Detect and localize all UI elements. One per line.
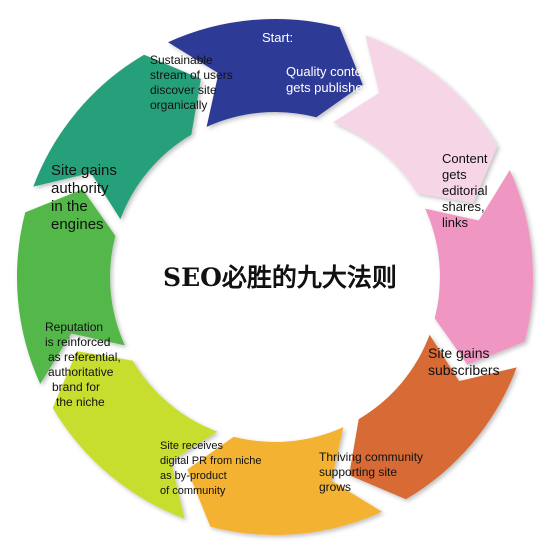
step-label-editorial: editorial — [442, 183, 488, 198]
step-label-content: Content — [442, 151, 488, 166]
step-label-organically: organically — [150, 98, 208, 112]
step-label-authoritative: authoritative — [48, 365, 114, 379]
step-label-stream-of-users: stream of users — [150, 68, 233, 82]
step-label-reputation: Reputation — [45, 320, 104, 334]
step-label-is-reinforced: is reinforced — [45, 335, 111, 349]
step-label-as-referential: as referential, — [48, 350, 121, 364]
cycle-arrow-content-shares — [332, 35, 498, 203]
step-label-engines: engines — [51, 216, 104, 233]
cycle-arrow-community — [349, 334, 517, 500]
step-label-discover-site: discover site — [150, 83, 217, 97]
step-label-links: links — [442, 215, 469, 230]
step-label-sustainable: Sustainable — [150, 53, 213, 67]
cycle-arrow-start — [168, 18, 363, 127]
step-label-brand-for: brand for — [52, 380, 101, 394]
step-label-gets-published: gets published — [286, 80, 370, 95]
cycle-arrow-reputation — [52, 351, 218, 519]
step-label-site-receives: Site receives — [160, 440, 223, 452]
cycle-arrow-organic-users — [33, 54, 201, 220]
step-label-start-title: Start: — [262, 30, 294, 45]
step-label-subscribers: subscribers — [428, 362, 500, 378]
step-label-shares: shares, — [442, 199, 485, 214]
step-label-supporting-site: supporting site — [319, 465, 398, 479]
step-label-quality-content: Quality content — [286, 64, 373, 79]
step-label-in-the: in the — [51, 198, 88, 215]
step-label-authority: authority — [51, 180, 109, 197]
step-label-grows: grows — [319, 480, 352, 494]
diagram-title: SEO必胜的九大法则 — [163, 263, 397, 292]
step-label-by-product: as by-product — [160, 470, 227, 482]
step-label-of-community: of community — [160, 485, 226, 497]
step-label-the-niche: the niche — [56, 395, 105, 409]
step-label-site-gains-authority: Site gains — [51, 162, 117, 179]
step-label-digital-pr: digital PR from niche — [160, 455, 262, 467]
step-label-thriving-community: Thriving community — [319, 450, 424, 464]
cycle-arrow-digital-pr — [187, 427, 382, 536]
cycle-arrow-subscribers — [425, 170, 534, 365]
cycle-arrow-authority — [16, 189, 125, 384]
step-label-gets: gets — [442, 167, 467, 182]
step-label-site-gains: Site gains — [428, 345, 490, 361]
